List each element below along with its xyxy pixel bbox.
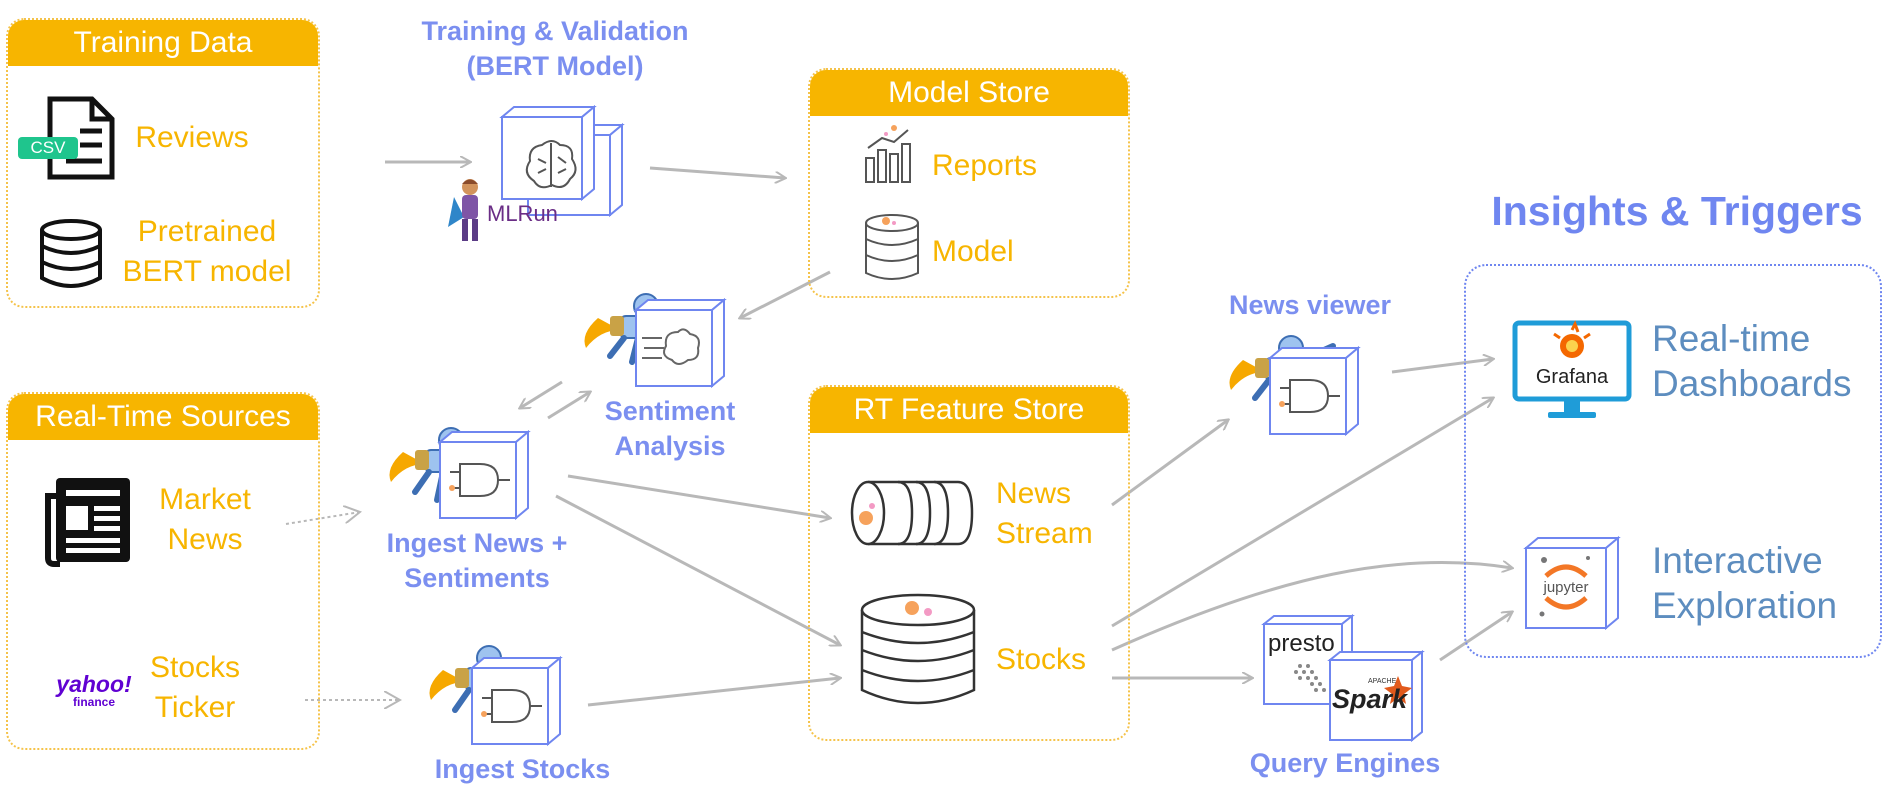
- stocks-ticker-line-1: Stocks: [149, 651, 241, 684]
- pretrained-line-1: Pretrained: [137, 215, 277, 248]
- pretrained-line-2: BERT model: [122, 255, 292, 288]
- sentiment-line-2: Analysis: [614, 431, 726, 461]
- sentiment-function-cube: [632, 297, 727, 390]
- csv-badge: CSV: [18, 137, 78, 159]
- sentiment-label: Sentiment Analysis: [590, 394, 750, 464]
- market-news-line-1: Market: [159, 483, 251, 516]
- real-time-sources-header: Real-Time Sources: [8, 394, 318, 440]
- spark-apache-text: APACHE: [1368, 678, 1397, 685]
- exploration-line-2: Exploration: [1652, 585, 1838, 626]
- arrow-training-to-model-store: [649, 166, 785, 178]
- stocks-database-icon: [858, 592, 978, 710]
- stocks-ticker-line-2: Ticker: [154, 691, 236, 724]
- insights-panel: [1464, 264, 1882, 658]
- ingest-stocks-label: Ingest Stocks: [434, 754, 611, 784]
- model-database-icon: [864, 213, 920, 283]
- training-data-header: Training Data: [8, 20, 318, 66]
- ingest-news-line-2: Sentiments: [404, 563, 550, 593]
- reports-label: Reports: [932, 149, 1038, 182]
- training-label: Training & Validation (BERT Model): [370, 14, 740, 84]
- stocks-label: Stocks: [996, 643, 1087, 676]
- yahoo-finance-text: finance: [72, 695, 115, 709]
- pretrained-label: Pretrained BERT model: [112, 212, 302, 292]
- ingest-stocks-function-cube: [468, 655, 563, 748]
- spark-logo-box: APACHE Spark: [1326, 650, 1428, 742]
- dashboards-label: Real-time Dashboards: [1652, 316, 1852, 406]
- real-time-sources-panel: Real-Time Sources: [6, 392, 320, 750]
- training-line-1: Training & Validation: [421, 16, 689, 46]
- exploration-label: Interactive Exploration: [1652, 538, 1837, 628]
- model-label: Model: [932, 235, 1014, 268]
- model-store-panel: Model Store: [808, 68, 1130, 298]
- arrow-ingest-news-to-news-stream: [567, 474, 830, 518]
- arrow-ingest-news-to-stocks: [555, 494, 840, 645]
- ingest-news-function-cube: [436, 429, 531, 522]
- insights-title: Insights & Triggers: [1491, 188, 1863, 234]
- arrow-sentiment-to-ingest: [520, 380, 563, 408]
- grafana-logo-text: Grafana: [1535, 366, 1609, 388]
- query-engines-label: Query Engines: [1249, 748, 1441, 778]
- rt-feature-store-header: RT Feature Store: [810, 387, 1128, 433]
- jupyter-logo-text: jupyter: [1543, 579, 1589, 596]
- newspaper-icon: [44, 476, 136, 568]
- market-news-label: Market News: [150, 480, 260, 560]
- spark-logo-text: Spark: [1332, 684, 1408, 714]
- news-stream-line-1: News: [996, 477, 1072, 510]
- exploration-line-1: Interactive: [1652, 540, 1823, 581]
- dashboards-line-2: Dashboards: [1652, 363, 1852, 404]
- news-stream-label: News Stream: [996, 474, 1106, 554]
- training-line-2: (BERT Model): [466, 51, 644, 81]
- market-news-line-2: News: [167, 523, 243, 556]
- news-stream-icon: [848, 478, 978, 548]
- mlrun-mascot-icon: [448, 175, 490, 245]
- model-store-header: Model Store: [810, 70, 1128, 116]
- yahoo-logo-text: yahoo!: [56, 671, 132, 697]
- jupyter-logo-box: jupyter: [1522, 536, 1624, 630]
- csv-file-icon: CSV: [18, 95, 118, 181]
- reviews-label: Reviews: [135, 121, 249, 154]
- news-viewer-function-cube: [1266, 345, 1361, 438]
- mlrun-label: MLRun: [487, 201, 558, 226]
- database-icon: [36, 218, 106, 290]
- stocks-ticker-label: Stocks Ticker: [140, 648, 250, 728]
- training-data-panel: Training Data: [6, 18, 320, 308]
- training-function-cube: [498, 104, 633, 230]
- news-stream-line-2: Stream: [996, 517, 1093, 550]
- dashboards-line-1: Real-time: [1652, 318, 1811, 359]
- ingest-news-label: Ingest News + Sentiments: [372, 526, 582, 596]
- presto-logo-text: presto: [1268, 630, 1335, 657]
- reports-chart-icon: [864, 124, 914, 184]
- arrow-ingest-to-sentiment: [547, 392, 590, 420]
- arrow-ingest-stocks-to-stocks: [587, 678, 840, 707]
- yahoo-finance-logo: yahoo! finance: [52, 672, 136, 708]
- sentiment-line-1: Sentiment: [604, 396, 736, 426]
- rt-feature-store-panel: RT Feature Store: [808, 385, 1130, 741]
- news-viewer-label: News viewer: [1228, 290, 1392, 320]
- grafana-monitor-icon: Grafana: [1512, 320, 1632, 422]
- ingest-news-line-1: Ingest News +: [386, 528, 568, 558]
